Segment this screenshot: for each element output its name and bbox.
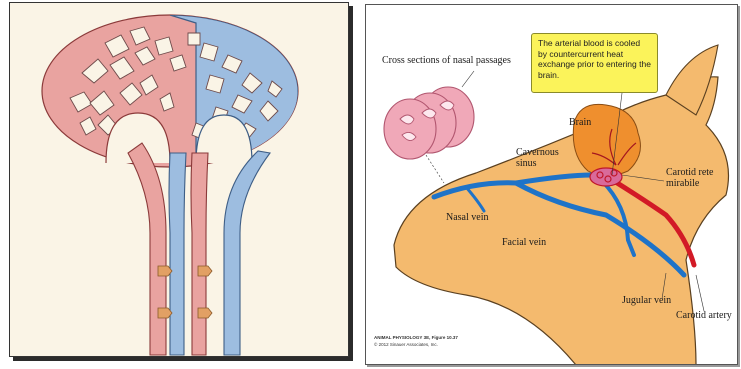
carotid-artery-label: Carotid artery xyxy=(676,310,732,321)
carotid-rete-label: Carotid rete mirabile xyxy=(666,167,728,189)
brain-label: Brain xyxy=(569,117,591,128)
vessel-stalk xyxy=(128,143,270,355)
figure-credit-copyright: © 2012 Sinauer Associates, Inc. xyxy=(374,342,438,347)
nasal-vein-label: Nasal vein xyxy=(446,212,489,223)
cross-sections-label: Cross sections of nasal passages xyxy=(382,55,511,66)
figure-credit-title: ANIMAL PHYSIOLOGY 3E, Figure 10.37 xyxy=(374,335,458,340)
nasal-cross-sections xyxy=(384,87,474,159)
jugular-vein-label: Jugular vein xyxy=(622,295,671,306)
cavernous-sinus-label: Cavernous sinus xyxy=(516,147,576,169)
countercurrent-vessel-diagram xyxy=(9,2,349,357)
arterial-blood-callout: The arterial blood is cooled by counterc… xyxy=(531,33,658,93)
carotid-rete-shape xyxy=(590,168,622,186)
capillary-network xyxy=(42,15,298,167)
sheep-head-figure: Cross sections of nasal passages The art… xyxy=(365,4,738,365)
vessel-network-illustration xyxy=(10,3,349,357)
facial-vein-label: Facial vein xyxy=(502,237,546,248)
